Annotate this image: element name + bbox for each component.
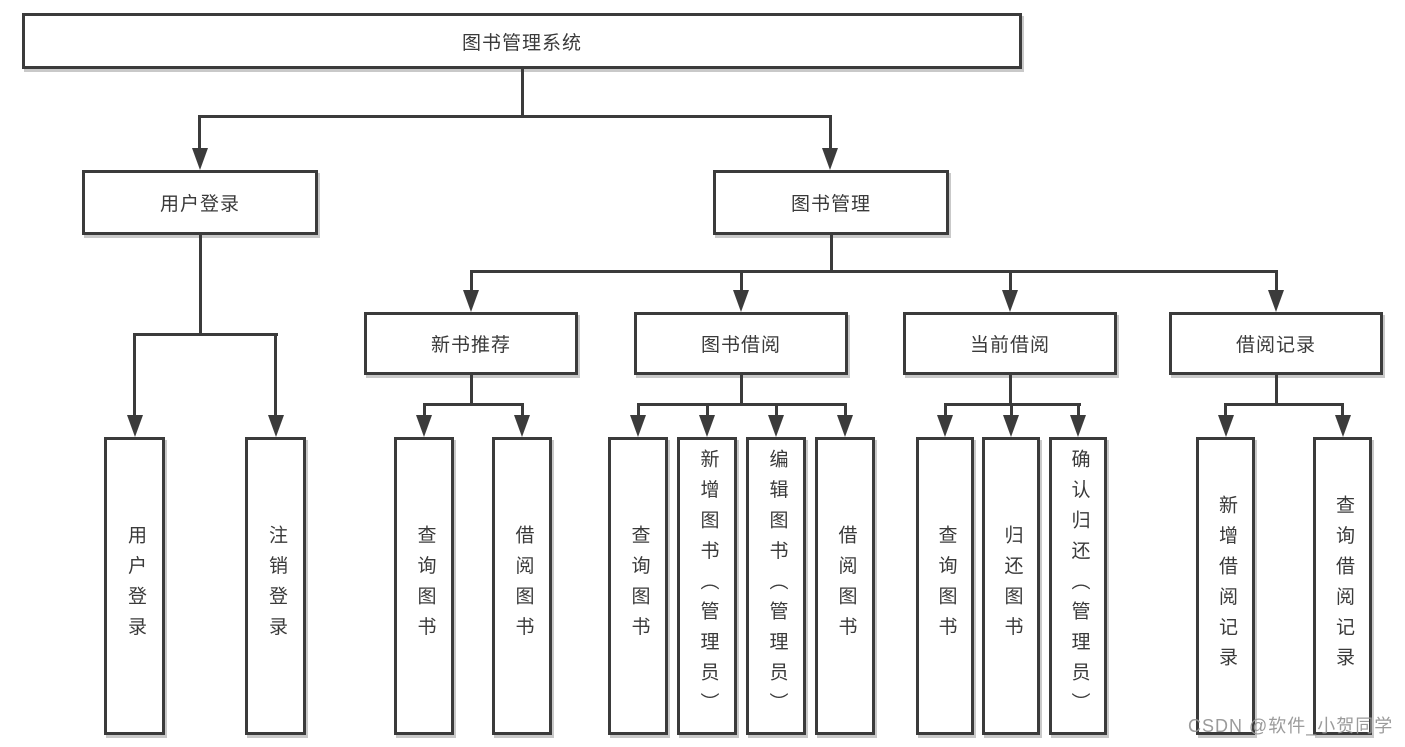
node-leaf-logout-label: 注销登录 [265,525,287,647]
arrowhead-borrowrecord [1268,290,1284,312]
node-cb-return-label: 归还图书 [1001,525,1023,647]
connector-bb-down [739,375,743,406]
arrowhead-bbquery [630,415,646,437]
node-cb-query: 查询图书 [916,437,974,735]
node-br-add-label: 新增借阅记录 [1215,494,1237,678]
connector-nbr-hline [422,403,524,406]
node-br-query: 查询借阅记录 [1313,437,1372,735]
connector-l1-hline [198,115,832,118]
connector-nbborrow-stub [520,403,524,417]
connector-newbookrec-stub [469,270,473,292]
arrowhead-leaflogout [267,415,284,437]
arrowhead-brquery [1334,415,1351,437]
node-nb-borrow-label: 借阅图书 [512,525,534,647]
connector-bookmgmt-stub [829,115,832,150]
connector-cbconfirm-stub [1076,403,1080,417]
node-leaf-user-login: 用户登录 [104,437,165,735]
node-user-login-label: 用户登录 [159,194,240,215]
connector-userlogin-down [198,235,202,336]
arrowhead-bbedit [768,415,784,437]
node-root: 图书管理系统 [22,13,1022,69]
arrowhead-cbquery [937,415,953,437]
connector-leaflogout-stub [274,333,277,417]
node-current-borrow-label: 当前借阅 [969,335,1050,356]
node-leaf-user-login-label: 用户登录 [124,525,146,647]
connector-cb-down [1008,375,1012,406]
arrowhead-userlogin [191,148,208,170]
node-user-login: 用户登录 [82,170,318,235]
connector-br-hline [1224,403,1344,406]
connector-bbadd-stub [705,403,709,417]
connector-cbreturn-stub [1009,403,1013,417]
node-nb-query-label: 查询图书 [414,525,436,647]
arrowhead-bbadd [699,415,715,437]
node-bb-add: 新增图书（管理员） [677,437,737,735]
node-bb-query: 查询图书 [608,437,668,735]
connector-bb-hline [636,403,847,406]
arrowhead-bradd [1217,415,1234,437]
connector-root-stub [520,69,524,118]
connector-bookmgmt-down [829,235,833,273]
connector-currentborrow-stub [1008,270,1012,292]
node-current-borrow: 当前借阅 [903,312,1117,375]
node-cb-confirm: 确认归还（管理员） [1049,437,1107,735]
node-nb-borrow: 借阅图书 [492,437,552,735]
arrowhead-currentborrow [1002,290,1018,312]
node-nb-query: 查询图书 [394,437,454,735]
node-cb-return: 归还图书 [982,437,1040,735]
connector-bradd-stub [1224,403,1227,417]
node-borrow-record-label: 借阅记录 [1235,335,1316,356]
node-borrow-record: 借阅记录 [1169,312,1383,375]
node-bb-borrow: 借阅图书 [815,437,875,735]
node-cb-query-label: 查询图书 [935,525,957,647]
node-bb-borrow-label: 借阅图书 [835,525,857,647]
arrowhead-cbreturn [1003,415,1019,437]
connector-bbquery-stub [636,403,640,417]
node-root-label: 图书管理系统 [461,32,582,54]
arrowhead-nbborrow [514,415,530,437]
node-bb-query-label: 查询图书 [628,525,650,647]
node-bb-edit: 编辑图书（管理员） [746,437,806,735]
node-book-mgmt-label: 图书管理 [790,194,871,215]
connector-borrowrecord-stub [1274,270,1278,292]
connector-brquery-stub [1341,403,1344,417]
node-leaf-logout: 注销登录 [245,437,306,735]
connector-bbborrow-stub [843,403,847,417]
connector-nbquery-stub [422,403,426,417]
connector-nbr-down [469,375,473,406]
arrowhead-newbookrec [463,290,479,312]
node-cb-confirm-label: 确认归还（管理员） [1068,449,1090,723]
arrowhead-bookmgmt [822,148,838,170]
arrowhead-nbquery [416,415,432,437]
node-book-borrow: 图书借阅 [634,312,848,375]
connector-userlogin-hline [133,333,278,336]
connector-bbedit-stub [774,403,778,417]
node-bb-edit-label: 编辑图书（管理员） [766,449,788,723]
connector-br-down [1274,375,1278,406]
connector-cbquery-stub [943,403,947,417]
connector-bookborrow-stub [739,270,743,292]
watermark: CSDN @软件_小贺同学 [1188,716,1394,736]
arrowhead-bookborrow [733,290,749,312]
arrowhead-leafuserlogin [126,415,143,437]
node-new-book-rec-label: 新书推荐 [430,335,511,356]
node-br-query-label: 查询借阅记录 [1332,494,1354,678]
node-book-borrow-label: 图书借阅 [700,335,781,356]
connector-l3-hline [469,270,1278,273]
connector-leafuserlogin-stub [133,333,136,417]
connector-userlogin-stub [198,115,201,150]
node-br-add: 新增借阅记录 [1196,437,1255,735]
node-bb-add-label: 新增图书（管理员） [697,449,719,723]
node-new-book-rec: 新书推荐 [364,312,578,375]
arrowhead-cbconfirm [1070,415,1086,437]
node-book-mgmt: 图书管理 [713,170,949,235]
arrowhead-bbborrow [837,415,853,437]
